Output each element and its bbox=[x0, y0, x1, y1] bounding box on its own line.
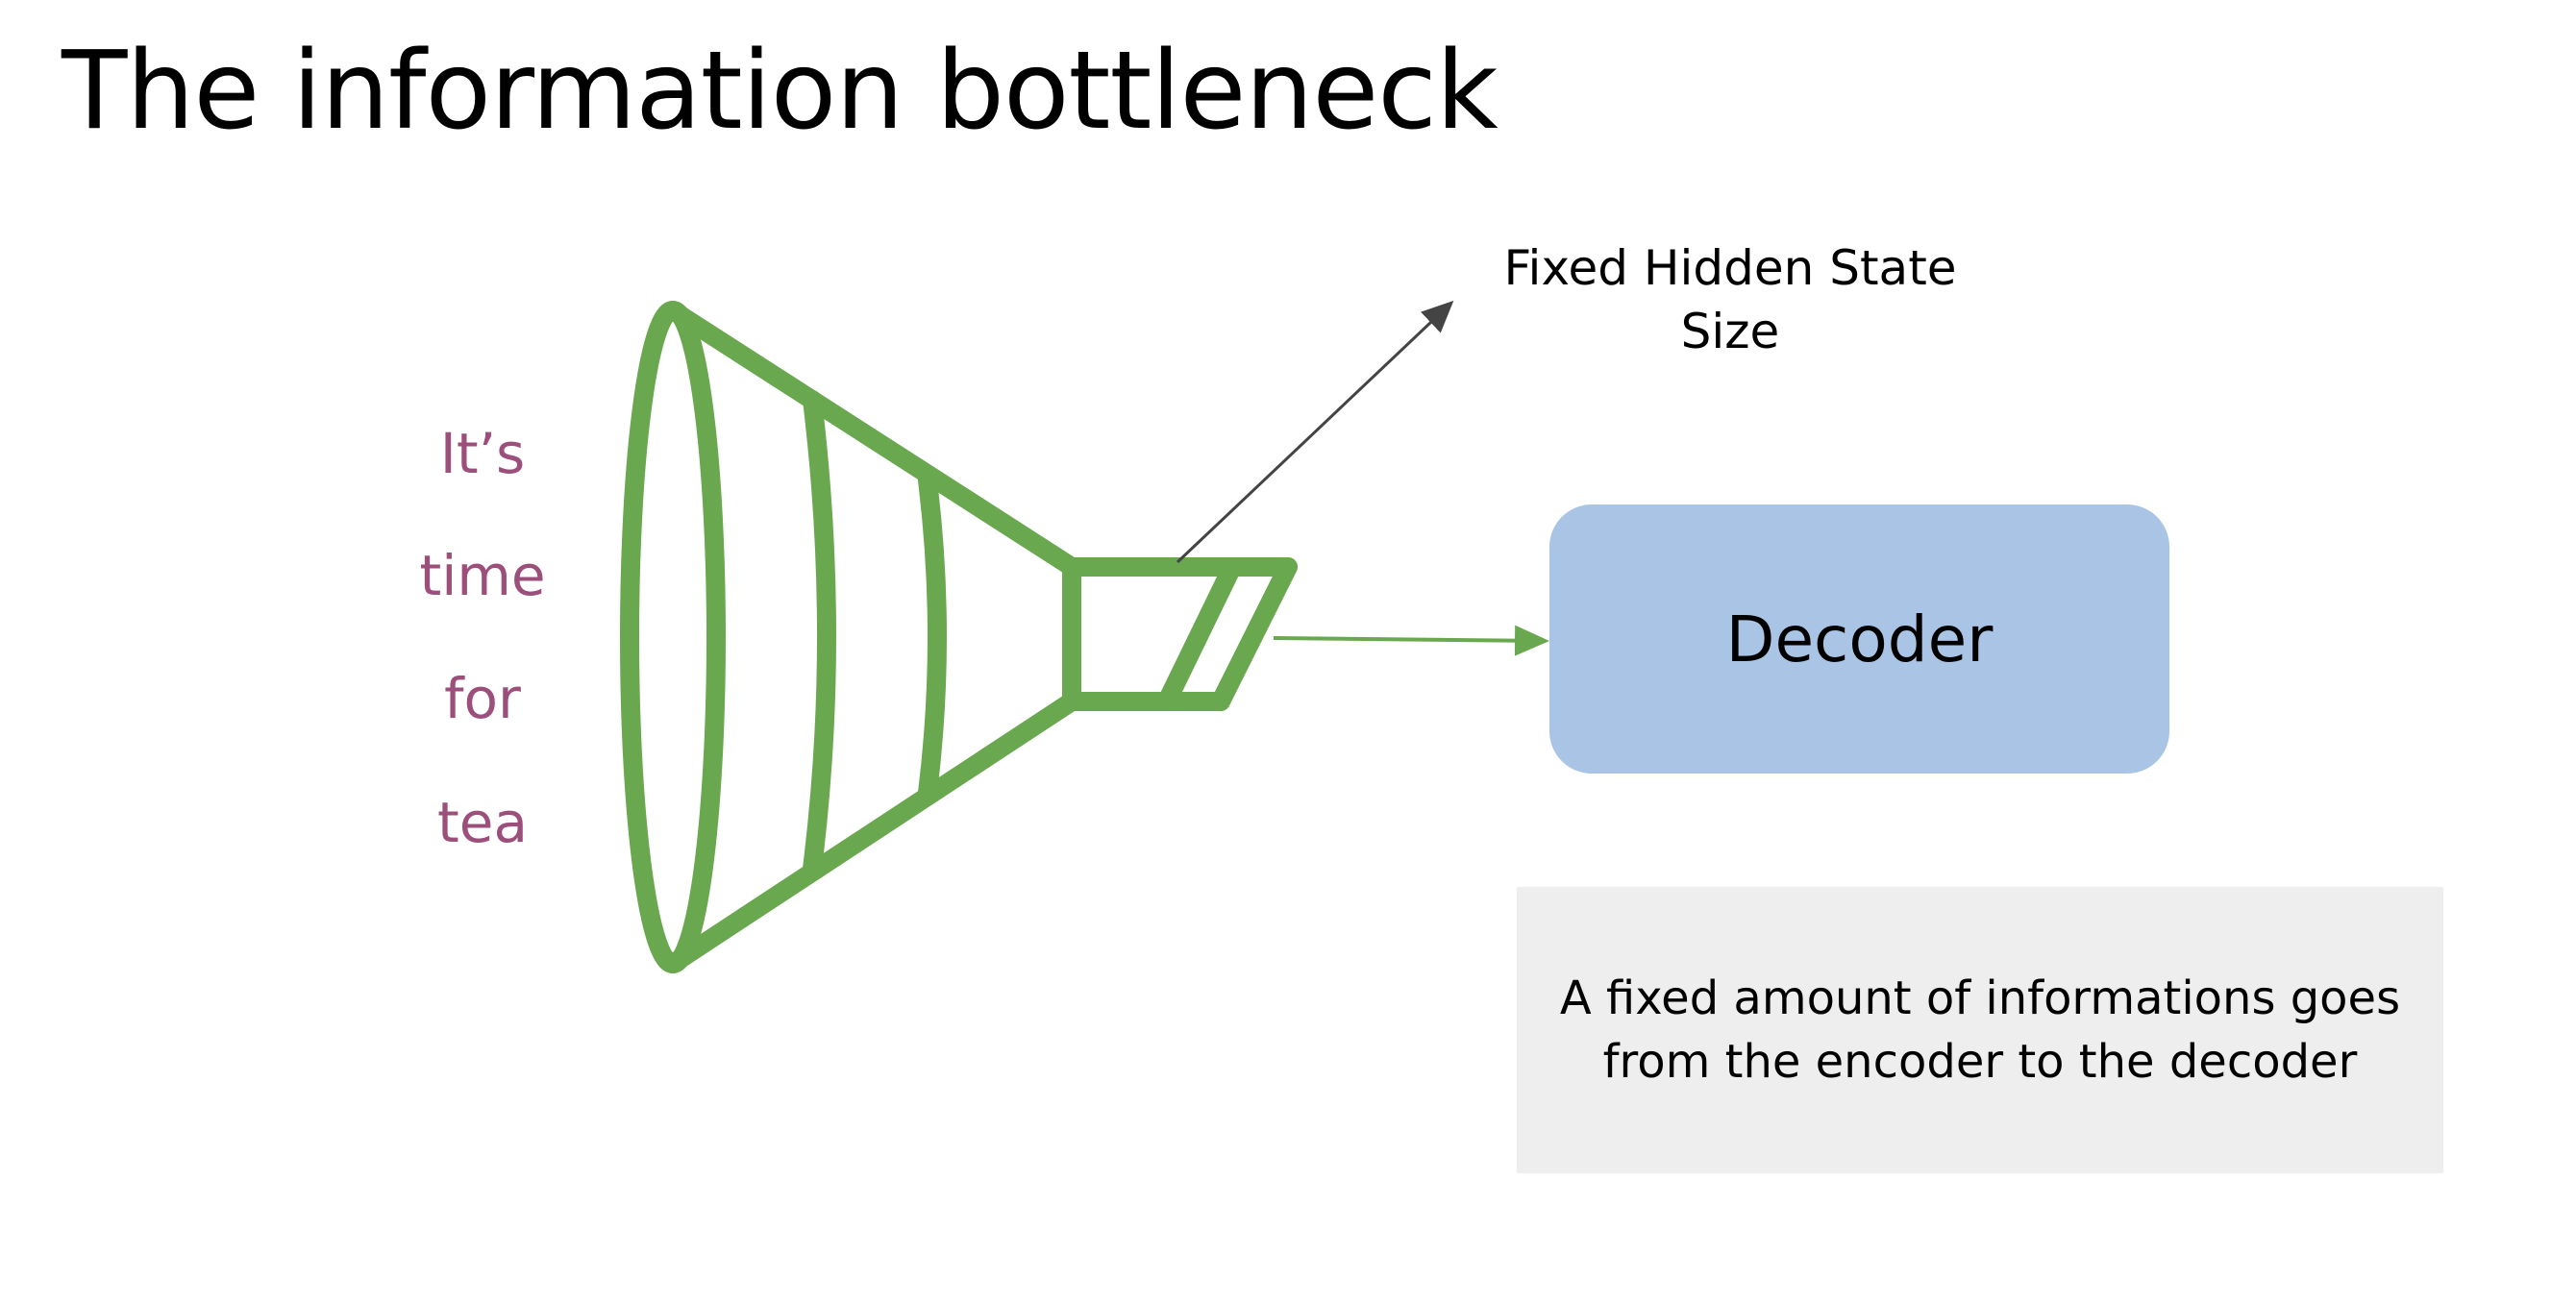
funnel-ring-1 bbox=[803, 390, 836, 878]
funnel-neck-divider bbox=[1157, 557, 1242, 711]
funnel-bottom-edge bbox=[663, 692, 1081, 973]
input-word-its: It’s bbox=[439, 421, 526, 486]
decoder-box: Decoder bbox=[1549, 504, 2169, 774]
funnel-ring-2 bbox=[918, 471, 947, 802]
hidden-state-label-line-1: Fixed Hidden State bbox=[1503, 240, 1957, 296]
funnel-top-edge bbox=[663, 301, 1081, 577]
input-word-time: time bbox=[419, 543, 546, 608]
note-line-1: A fixed amount of informations goes bbox=[1559, 971, 2401, 1025]
slide-title: The information bottleneck bbox=[62, 29, 1499, 154]
hidden-state-pointer-arrow bbox=[1176, 300, 1454, 564]
input-word-for: for bbox=[444, 666, 521, 731]
decoder-label: Decoder bbox=[1725, 602, 1994, 676]
hidden-state-label-line-2: Size bbox=[1680, 304, 1780, 359]
encoder-funnel-icon bbox=[620, 301, 1298, 973]
input-word-tea: tea bbox=[437, 790, 528, 855]
funnel-mouth bbox=[620, 301, 726, 973]
funnel-neck-right bbox=[1211, 557, 1298, 711]
encoder-to-decoder-arrow bbox=[1273, 625, 1549, 656]
note-box: A fixed amount of informations goes from… bbox=[1517, 887, 2443, 1173]
note-line-2: from the encoder to the decoder bbox=[1602, 1035, 2358, 1089]
hidden-state-label: Fixed Hidden State Size bbox=[1442, 236, 2019, 363]
